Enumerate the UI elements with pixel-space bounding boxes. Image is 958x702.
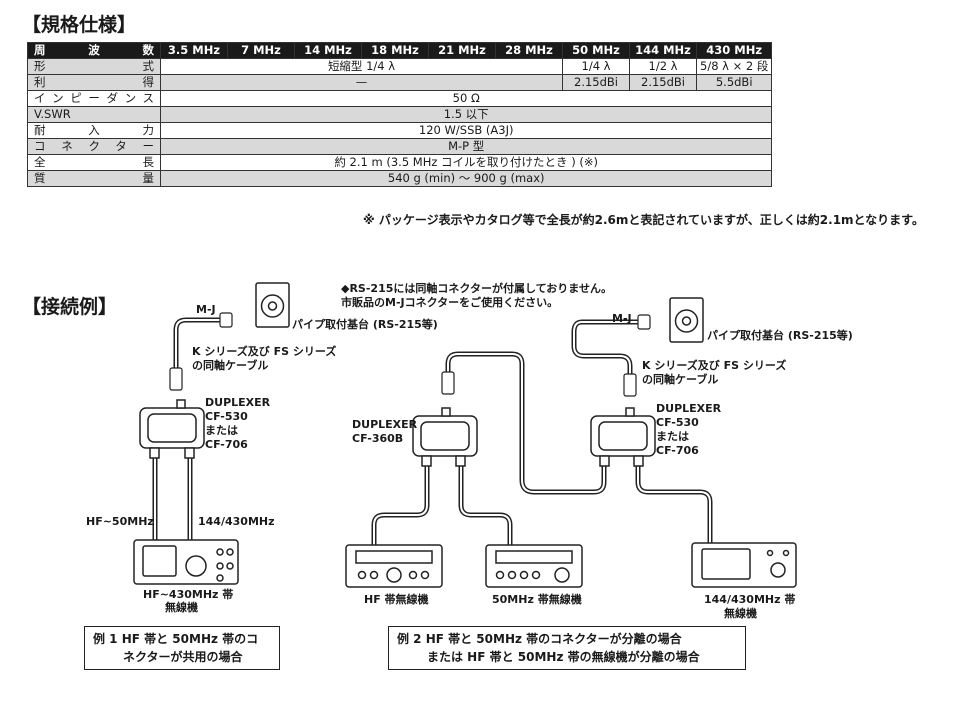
- plug-connector: [623, 373, 637, 397]
- example1-line1: 例 1 HF 帯と 50MHz 帯のコ: [93, 632, 259, 646]
- band-7: 7 MHz: [227, 42, 295, 59]
- form-144: 1/2 λ: [629, 58, 697, 75]
- band-18: 18 MHz: [361, 42, 429, 59]
- cable-label-1a: K シリーズ及び FS シリーズ: [192, 345, 337, 358]
- row-label: コネクター: [27, 138, 161, 155]
- radio-50-label: 50MHz 帯無線機: [492, 593, 582, 606]
- band-50: 50 MHz: [562, 42, 630, 59]
- impedance-value: 50 Ω: [159, 90, 773, 107]
- row-label: インピーダンス: [27, 90, 161, 107]
- vuhf-label: 144/430MHz: [198, 515, 275, 528]
- row-connector: コネクター M-P 型: [27, 138, 773, 155]
- band-28: 28 MHz: [495, 42, 563, 59]
- example2-line2: または HF 帯と 50MHz 帯の無線機が分離の場合: [427, 650, 700, 664]
- plug-connector: [441, 371, 455, 395]
- band-3-5: 3.5 MHz: [160, 42, 228, 59]
- freq-label: 周 波 数: [27, 42, 161, 59]
- cable: [458, 453, 513, 548]
- radio1-label-b: 無線機: [165, 601, 198, 614]
- spec-table: 周 波 数 3.5 MHz 7 MHz 14 MHz 18 MHz 21 MHz…: [27, 42, 773, 187]
- duplexer-label-1: DUPLEXER: [205, 396, 271, 409]
- example1-line2: ネクターが共用の場合: [123, 650, 243, 664]
- or-label-3: または: [656, 430, 689, 443]
- mj-label-2: M-J: [612, 312, 632, 325]
- cable-label-1b: の同軸ケーブル: [192, 359, 269, 372]
- row-label: 利得: [27, 74, 161, 91]
- band-144: 144 MHz: [629, 42, 697, 59]
- spec-header-row: 周 波 数 3.5 MHz 7 MHz 14 MHz 18 MHz 21 MHz…: [27, 42, 773, 59]
- duplexer-label-2: DUPLEXER: [352, 418, 418, 431]
- spec-heading: 【規格仕様】: [22, 14, 137, 36]
- cable-label-2b: の同軸ケーブル: [642, 373, 719, 386]
- cf530-label-3: CF-530: [656, 416, 699, 429]
- hf50-label: HF~50MHz: [86, 515, 154, 528]
- cf360b-label: CF-360B: [352, 432, 404, 445]
- gain-hf: —: [160, 74, 563, 91]
- cable: [371, 453, 430, 548]
- radio-hf-label: HF 帯無線機: [364, 593, 429, 606]
- mj-connector: [219, 312, 233, 328]
- radio-vu-label-b: 無線機: [724, 607, 757, 620]
- example2-caption: 例 2 HF 帯と 50MHz 帯のコネクターが分離の場合 または HF 帯と …: [388, 626, 746, 670]
- plug-connector: [169, 367, 183, 391]
- form-50: 1/4 λ: [562, 58, 630, 75]
- or-label-1: または: [205, 424, 238, 437]
- example1-caption: 例 1 HF 帯と 50MHz 帯のコ ネクターが共用の場合: [84, 626, 280, 670]
- row-power: 耐入力 120 W/SSB (A3J): [27, 122, 773, 139]
- cf706-label-1: CF-706: [205, 438, 248, 451]
- row-label: 質量: [27, 170, 161, 187]
- band-21: 21 MHz: [428, 42, 496, 59]
- cable-label-2a: K シリーズ及び FS シリーズ: [642, 359, 787, 372]
- mj-connector: [637, 314, 651, 330]
- pipe-mount-label-1: パイプ取付基台 (RS-215等): [292, 318, 438, 331]
- example2-line1: 例 2 HF 帯と 50MHz 帯のコネクターが分離の場合: [397, 632, 682, 646]
- row-label: 形式: [27, 58, 161, 75]
- radio1-label-a: HF~430MHz 帯: [143, 588, 234, 601]
- row-label: 耐入力: [27, 122, 161, 139]
- form-hf: 短縮型 1/4 λ: [160, 58, 563, 75]
- cf706-label-3: CF-706: [656, 444, 699, 457]
- gain-144: 2.15dBi: [629, 74, 697, 91]
- notice-line2: 市販品のM-Jコネクターをご使用ください。: [341, 296, 559, 309]
- notice-line1: ◆RS-215には同軸コネクターが付属しておりません。: [341, 282, 612, 295]
- row-form: 形式 短縮型 1/4 λ 1/4 λ 1/2 λ 5/8 λ × 2 段: [27, 58, 773, 75]
- radio-vu-label-a: 144/430MHz 帯: [704, 593, 796, 606]
- gain-50: 2.15dBi: [562, 74, 630, 91]
- form-430: 5/8 λ × 2 段: [695, 58, 773, 75]
- weight-value: 540 g (min) 〜 900 g (max): [159, 170, 773, 187]
- connection-heading: 【接続例】: [22, 296, 118, 318]
- cable: [635, 453, 713, 548]
- pipe-mount-label-2: パイプ取付基台 (RS-215等): [707, 329, 853, 342]
- power-value: 120 W/SSB (A3J): [159, 122, 773, 139]
- mj-label-1: M-J: [196, 303, 216, 316]
- row-impedance: インピーダンス 50 Ω: [27, 90, 773, 107]
- duplexer-label-3: DUPLEXER: [656, 402, 722, 415]
- cf530-label-1: CF-530: [205, 410, 248, 423]
- length-note: ※ パッケージ表示やカタログ等で全長が約2.6mと表記されていますが、正しくは約…: [363, 213, 924, 227]
- row-weight: 質量 540 g (min) 〜 900 g (max): [27, 170, 773, 187]
